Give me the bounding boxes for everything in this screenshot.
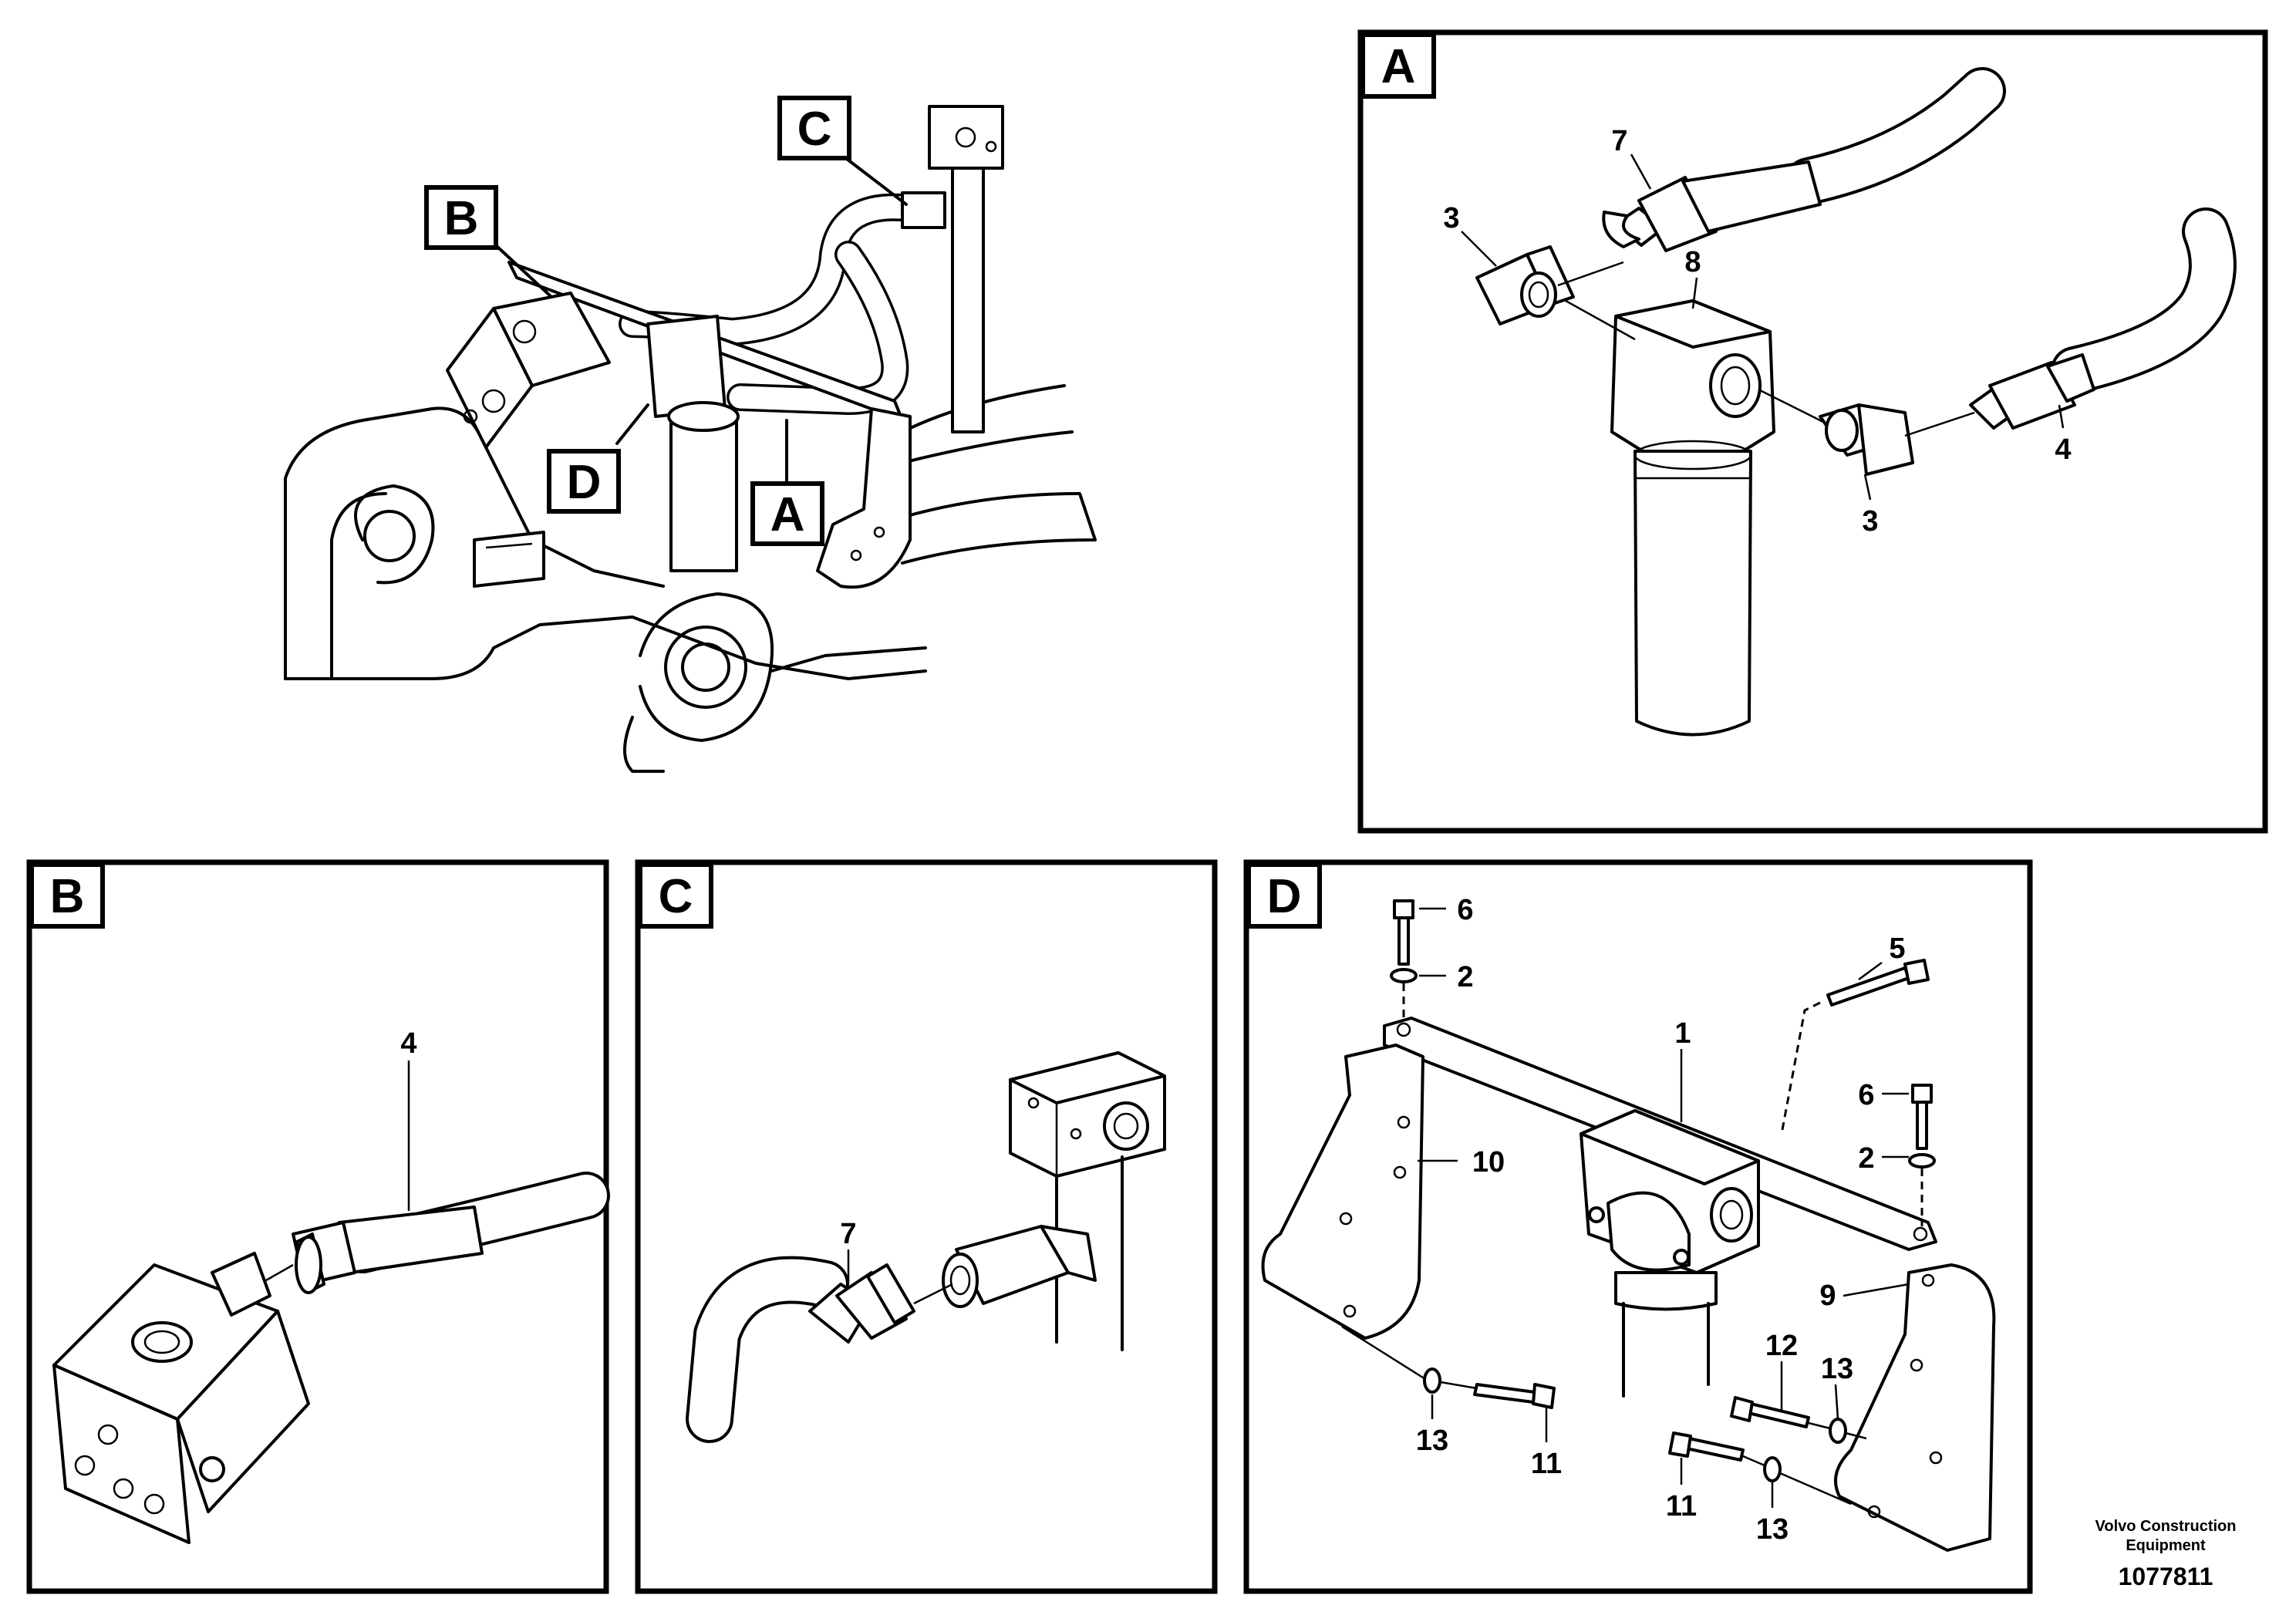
panel-a-callout-3-lower: 3 [1862,505,1878,538]
overview-tag-c[interactable]: C [777,96,851,160]
panel-d-callout-11-left: 11 [1531,1448,1562,1480]
overview-tag-b[interactable]: B [424,185,498,250]
panel-d-callout-13-lower: 13 [1756,1513,1789,1546]
document-number: 1077811 [2119,1563,2213,1590]
panel-d-callout-13-right: 13 [1821,1353,1853,1385]
panel-d-callout-6-right: 6 [1858,1079,1874,1111]
footer: Volvo Construction Equipment 1077811 [2095,1518,2237,1590]
panel-d-callout-13-left: 13 [1416,1425,1448,1457]
panel-a: A 7 [1357,29,2268,834]
panel-a-callout-3-upper: 3 [1443,202,1459,234]
panel-c-label: C [659,870,693,923]
panel-d-callout-5: 5 [1889,932,1905,965]
overview-tag-d-text: D [567,456,602,509]
panel-c-callout-7: 7 [840,1218,856,1250]
panel-d-callout-10: 10 [1472,1146,1505,1179]
overview-illustration [284,105,1097,773]
overview-tag-a[interactable]: A [750,481,824,546]
panel-b-callout-4: 4 [400,1027,416,1060]
panel-d-callout-2-top: 2 [1457,961,1473,993]
panel-a-callout-7: 7 [1611,125,1627,157]
panel-d-callout-11-lower: 11 [1666,1490,1697,1523]
overview-tag-d[interactable]: D [547,449,621,514]
panel-d-callout-2-right: 2 [1858,1142,1874,1175]
panel-d-callout-9: 9 [1819,1280,1836,1312]
overview-tag-b-text: B [444,192,479,245]
panel-d-callout-12: 12 [1765,1330,1798,1362]
panel-d-callout-1: 1 [1674,1017,1691,1050]
overview-tag-a-text: A [770,488,805,541]
panel-a-label: A [1381,40,1416,93]
panel-a-callout-8: 8 [1684,246,1701,278]
brand-line2: Equipment [2126,1537,2206,1554]
panel-d-callout-6-top: 6 [1457,894,1473,926]
panel-b: B 4 [26,859,610,1594]
panel-c: C 7 [635,859,1218,1594]
overview-tag-c-text: C [797,103,832,156]
overview-tags: C B D A [424,96,908,546]
brand-line1: Volvo Construction [2095,1518,2237,1535]
panel-a-callout-4: 4 [2055,433,2071,466]
panel-d-label: D [1267,870,1302,923]
panel-b-label: B [50,870,85,923]
panel-d: D [1243,859,2033,1594]
